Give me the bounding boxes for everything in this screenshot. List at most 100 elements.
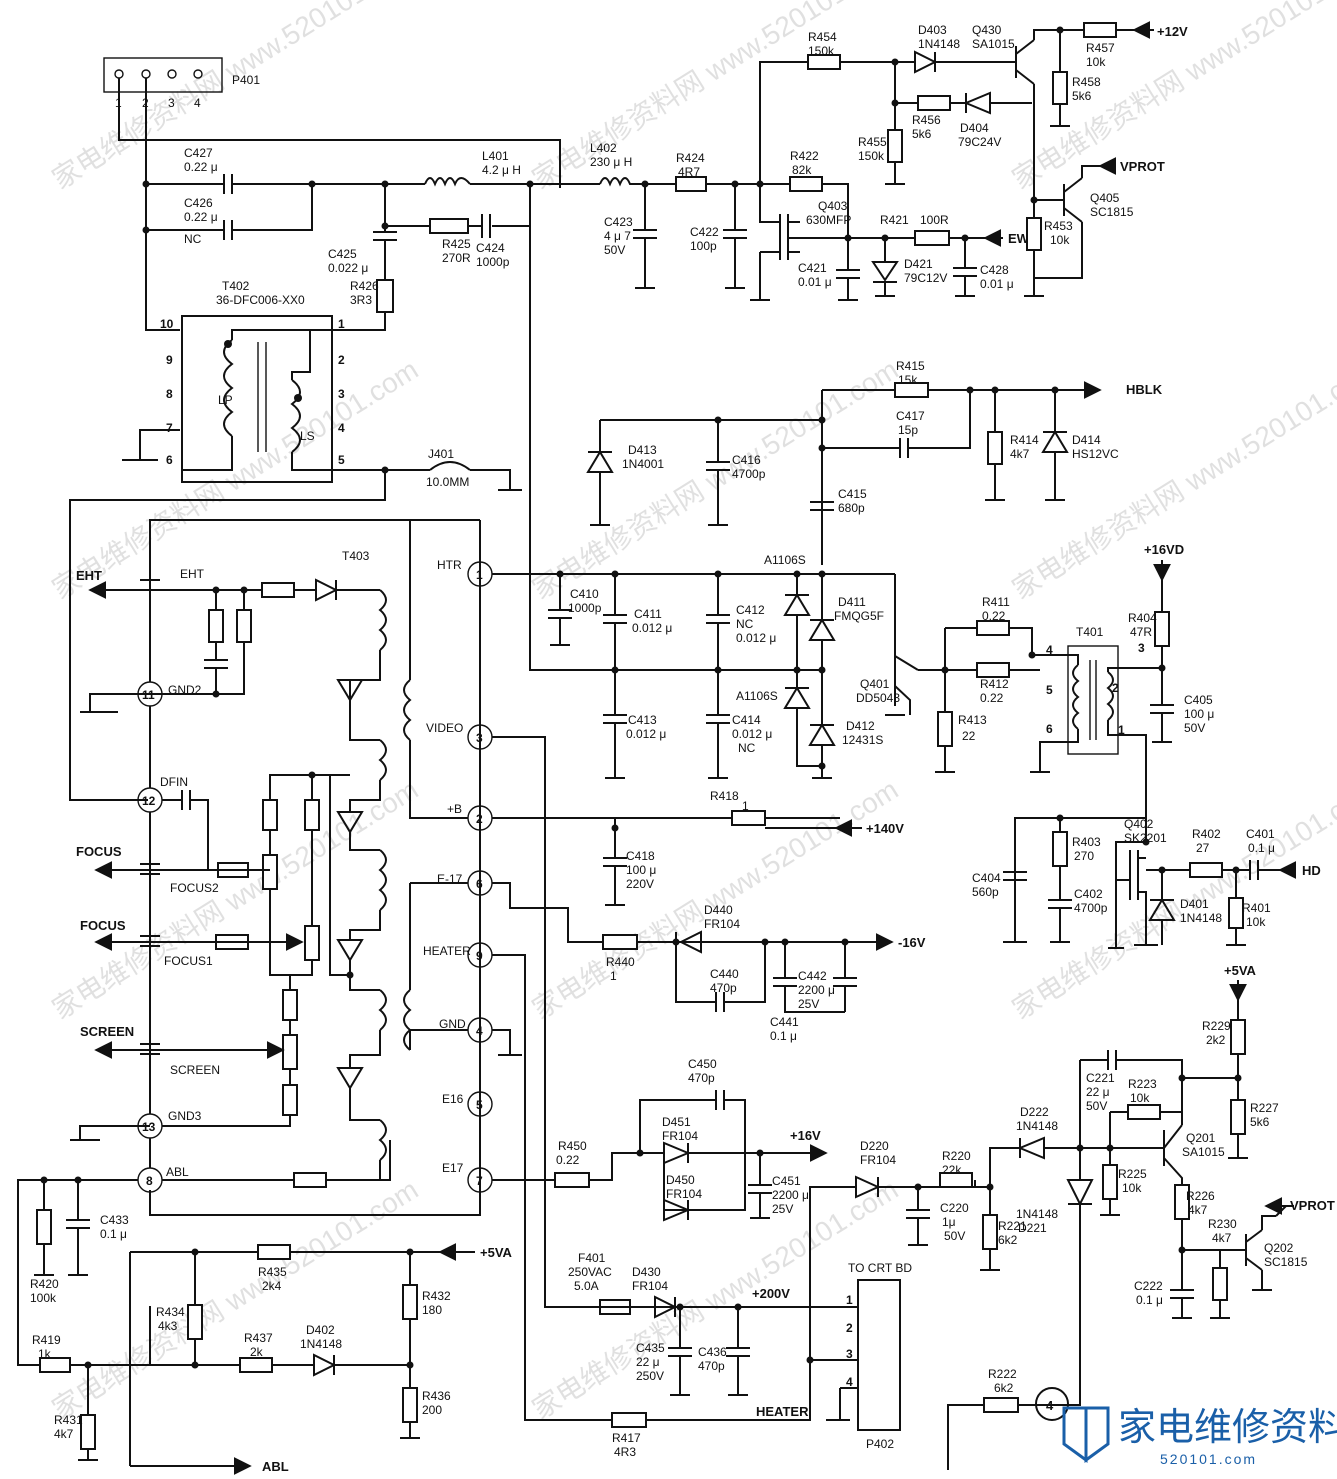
- label-c410: C410: [570, 587, 599, 601]
- fbt-pins-1-label: VIDEO: [426, 721, 463, 735]
- label-r458: 5k6: [1072, 89, 1092, 103]
- label-c423: 50V: [604, 243, 625, 257]
- nets-ew: EW: [1008, 231, 1030, 246]
- label-r411: R411: [982, 595, 1010, 609]
- connector-p402: TO CRT BD 1 2 3 4 P402: [846, 1261, 912, 1451]
- transformers-t402-pins-7: 3: [338, 387, 345, 401]
- label-q202: Q202: [1264, 1241, 1294, 1255]
- label-d451: D451: [662, 1115, 691, 1129]
- left-outputs-focus: FOCUS: [76, 844, 122, 859]
- label-r434: R434: [156, 1305, 185, 1319]
- label-q402: Q402: [1124, 817, 1154, 831]
- label-r220: 22k: [942, 1163, 962, 1177]
- label-r434: 4k3: [158, 1319, 178, 1333]
- label-r437: 2k: [250, 1345, 264, 1359]
- label-c404: C404: [972, 871, 1001, 885]
- label-r435: R435: [258, 1265, 287, 1279]
- label-r450: 0.22: [556, 1153, 580, 1167]
- label-r402: R402: [1192, 827, 1221, 841]
- label-c427: C427: [184, 146, 213, 160]
- label-r413: 22: [962, 729, 976, 743]
- connectors-p401-pins-2: 3: [168, 96, 175, 110]
- label-r414: 4k7: [1010, 447, 1030, 461]
- fbt-pins-4-num: 9: [476, 949, 483, 963]
- label-d401: D401: [1180, 897, 1209, 911]
- label-c402: C402: [1074, 887, 1103, 901]
- label-c221: 22 μ: [1086, 1085, 1110, 1099]
- label-r419: R419: [32, 1333, 61, 1347]
- label-r401: 10k: [1246, 915, 1266, 929]
- nets-p5va: +5VA: [480, 1245, 513, 1260]
- transformer-t402: T402 36-DFC006-XX0 10 9 8 7 6 1 2 3 4 5 …: [160, 279, 345, 483]
- label-c414: C414: [732, 713, 761, 727]
- label-d220: D220: [860, 1139, 889, 1153]
- label-r426: 3R3: [350, 293, 372, 307]
- label-l401: 4.2 μ H: [482, 163, 521, 177]
- label-d413: 1N4001: [622, 457, 664, 471]
- label-d221: 1N4148: [1016, 1207, 1058, 1221]
- transformer-t401: T401 4 3 5 2 6 1: [1030, 625, 1162, 838]
- fbt-pins-5-label: GND: [439, 1017, 466, 1031]
- transformers-t401-pins-2: 5: [1046, 683, 1053, 697]
- left-outputs-focus-b: FOCUS: [80, 918, 126, 933]
- label-c412: C412: [736, 603, 765, 617]
- left-outputs-focus2: FOCUS2: [170, 881, 219, 895]
- label-c222: 0.1 μ: [1136, 1293, 1163, 1307]
- page-marker: 4: [1046, 1398, 1054, 1413]
- label-r436: R436: [422, 1389, 451, 1403]
- left-outputs-screen-in: SCREEN: [170, 1063, 220, 1077]
- label-l401: L401: [482, 149, 509, 163]
- label-r404: 47R: [1130, 625, 1152, 639]
- label-r421: R421: [880, 213, 909, 227]
- label-l402: 230 μ H: [590, 155, 632, 169]
- label-c411: 0.012 μ: [632, 621, 672, 635]
- connectors-p402-pins-1: 2: [846, 1321, 853, 1335]
- label-c417: 15p: [898, 423, 918, 437]
- label-c436: C436: [698, 1345, 727, 1359]
- label-c450: 470p: [688, 1071, 715, 1085]
- label-r401: R401: [1242, 901, 1271, 915]
- transformers-t401-name: T401: [1076, 625, 1104, 639]
- transformers-t402-name: T402: [222, 279, 250, 293]
- label-c421: C421: [798, 261, 827, 275]
- label-c433: C433: [100, 1213, 129, 1227]
- label-c440: C440: [710, 967, 739, 981]
- label-d401: 1N4148: [1180, 911, 1222, 925]
- fbt-pins-10-label: GND3: [168, 1109, 202, 1123]
- left-outputs-focus1: FOCUS1: [164, 954, 213, 968]
- label-r221: 6k2: [998, 1233, 1018, 1247]
- logo: 家电维修资料网 520101.com: [1062, 1405, 1337, 1467]
- fbt-pins-9-num: 12: [142, 794, 156, 808]
- label-q430: Q430: [972, 23, 1002, 37]
- fbt-pins-11-num: 8: [146, 1174, 153, 1188]
- label-r424: R424: [676, 151, 705, 165]
- label-r422: 82k: [792, 163, 812, 177]
- label-r413: R413: [958, 713, 987, 727]
- transformers-t402-lp: LP: [218, 393, 233, 407]
- label-r403: 270: [1074, 849, 1094, 863]
- label-c222: C222: [1134, 1279, 1163, 1293]
- label-q405: SC1815: [1090, 205, 1134, 219]
- label-r457: 10k: [1086, 55, 1106, 69]
- label-c451: 2200 μ: [772, 1188, 809, 1202]
- label-r455: R455: [858, 135, 887, 149]
- label-c414: 0.012 μ: [732, 727, 772, 741]
- nets-heater: HEATER: [756, 1404, 809, 1419]
- label-c405: 100 μ: [1184, 707, 1214, 721]
- label-c423: C423: [604, 215, 633, 229]
- label-r458: R458: [1072, 75, 1101, 89]
- label-d451: FR104: [662, 1129, 698, 1143]
- fbt-pins-11-label: ABL: [166, 1165, 189, 1179]
- label-c417: C417: [896, 409, 925, 423]
- transformers-t402-pins-9: 5: [338, 453, 345, 467]
- label-c412: NC: [736, 617, 754, 631]
- transformers-t402-ls: LS: [300, 429, 315, 443]
- fbt-pins-9-label: DFIN: [160, 775, 188, 789]
- label-c433: 0.1 μ: [100, 1227, 127, 1241]
- label-d402: D402: [306, 1323, 335, 1337]
- label-r402: 27: [1196, 841, 1210, 855]
- label-d421: D421: [904, 257, 933, 271]
- label-c416: C416: [732, 453, 761, 467]
- label-c413: 0.012 μ: [626, 727, 666, 741]
